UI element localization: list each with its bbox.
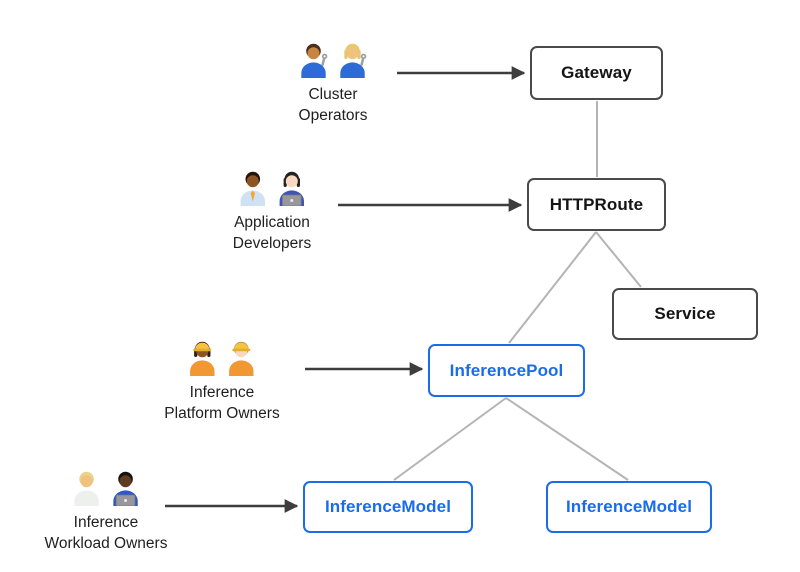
node-inferencemodel-right-label: InferenceModel xyxy=(565,497,693,516)
persona-label-line: Application xyxy=(234,214,310,231)
edge-httproute-inferencepool xyxy=(508,231,597,344)
persona-inference-platform-owners-icons xyxy=(184,338,259,376)
persona-inference-platform-owners: Inference Platform Owners xyxy=(164,338,280,424)
persona-label-line: Operators xyxy=(298,107,368,124)
persona-inference-platform-owners-label: Inference Platform Owners xyxy=(164,382,279,424)
man-office-worker-dark-skin-icon xyxy=(235,168,271,206)
node-inferencemodel-left: InferenceModel xyxy=(303,481,473,533)
health-worker-light-skin-icon xyxy=(69,468,105,506)
persona-cluster-operators-icons xyxy=(296,40,371,78)
persona-label-line: Developers xyxy=(232,235,312,252)
persona-application-developers: Application Developers xyxy=(233,168,311,254)
woman-mechanic-light-skin-icon xyxy=(335,40,371,78)
persona-cluster-operators: Cluster Operators xyxy=(296,40,371,126)
node-gateway: Gateway xyxy=(530,46,663,100)
edge-httproute-service xyxy=(595,231,642,288)
persona-label-line: Inference xyxy=(189,384,255,401)
persona-label-line: Platform Owners xyxy=(164,405,280,422)
persona-label-line: Workload Owners xyxy=(44,535,168,552)
persona-cluster-operators-label: Cluster Operators xyxy=(299,84,368,126)
man-construction-worker-light-skin-icon xyxy=(223,338,259,376)
man-mechanic-medium-skin-icon xyxy=(296,40,332,78)
node-inferencemodel-right: InferenceModel xyxy=(546,481,712,533)
persona-application-developers-label: Application Developers xyxy=(233,212,311,254)
node-httproute: HTTPRoute xyxy=(527,178,666,231)
node-gateway-label: Gateway xyxy=(561,63,632,82)
node-service-label: Service xyxy=(654,304,716,323)
woman-technologist-light-skin-icon xyxy=(274,168,310,207)
persona-inference-workload-owners: Inference Workload Owners xyxy=(45,468,168,554)
node-inferencepool-label: InferencePool xyxy=(449,360,564,380)
edge-inferencepool-inferencemodel-left xyxy=(393,397,507,481)
persona-inference-workload-owners-label: Inference Workload Owners xyxy=(45,512,168,554)
node-httproute-label: HTTPRoute xyxy=(549,194,644,214)
woman-construction-worker-dark-skin-icon xyxy=(184,338,220,376)
node-service: Service xyxy=(612,288,758,340)
persona-inference-workload-owners-icons xyxy=(69,468,144,507)
persona-application-developers-icons xyxy=(235,168,310,207)
node-inferencepool: InferencePool xyxy=(428,344,585,397)
edge-inferencepool-inferencemodel-right xyxy=(505,397,629,481)
persona-label-line: Inference xyxy=(73,514,139,531)
node-inferencemodel-left-label: InferenceModel xyxy=(324,497,452,516)
persona-label-line: Cluster xyxy=(308,86,358,103)
man-technologist-dark-skin-icon xyxy=(108,468,144,507)
